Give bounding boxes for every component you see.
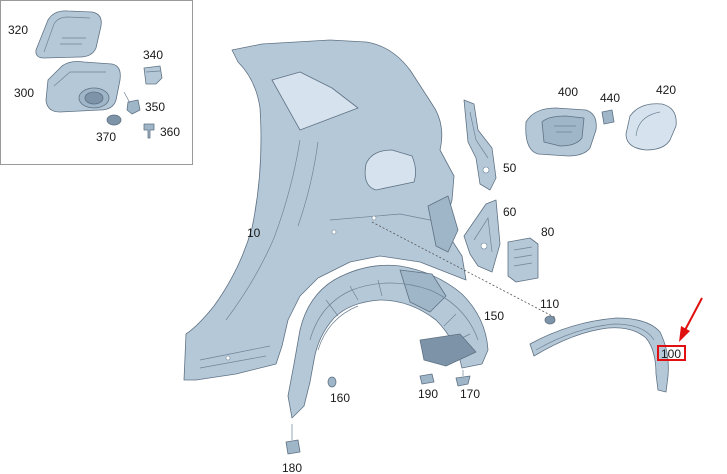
callout-50[interactable]: 50: [503, 161, 517, 175]
callout-370[interactable]: 370: [96, 130, 116, 144]
callout-80[interactable]: 80: [541, 225, 555, 239]
part-10-side-panel[interactable]: [183, 39, 467, 381]
part-100-wheel-arch-trim[interactable]: [529, 317, 669, 393]
part-340-actuator[interactable]: [143, 65, 163, 85]
callout-440[interactable]: 440: [600, 91, 620, 105]
callout-190[interactable]: 190: [418, 387, 438, 401]
callout-170[interactable]: 170: [460, 387, 480, 401]
assembly-leader-line: [371, 221, 557, 319]
part-320-flap-cover[interactable]: [35, 10, 102, 59]
highlight-box-100: [657, 345, 686, 361]
part-180-bracket[interactable]: [285, 424, 301, 455]
part-360-screw[interactable]: [143, 123, 155, 139]
callout-110[interactable]: 110: [540, 297, 559, 311]
callout-10[interactable]: 10: [247, 226, 261, 240]
part-150-wheel-liner[interactable]: [287, 264, 489, 419]
part-50-bracket[interactable]: [463, 99, 497, 191]
callout-320[interactable]: 320: [8, 23, 28, 37]
callout-350[interactable]: 350: [145, 100, 165, 114]
part-370-grommet[interactable]: [106, 114, 122, 126]
callout-300[interactable]: 300: [14, 86, 34, 100]
part-400-filler-housing[interactable]: [525, 107, 597, 157]
callout-180[interactable]: 180: [282, 461, 302, 474]
red-arrow-icon: [679, 297, 703, 342]
callout-60[interactable]: 60: [503, 205, 517, 219]
part-300-filler-housing[interactable]: [45, 61, 121, 113]
part-350-pin[interactable]: [123, 91, 141, 115]
part-160-clip[interactable]: [327, 376, 337, 388]
part-60-bracket[interactable]: [463, 199, 501, 273]
part-170-clip[interactable]: [455, 370, 471, 387]
part-80-vent[interactable]: [507, 237, 539, 283]
callout-150[interactable]: 150: [484, 309, 504, 323]
part-190-clip[interactable]: [419, 373, 435, 385]
callout-420[interactable]: 420: [656, 83, 676, 97]
callout-340[interactable]: 340: [143, 48, 163, 62]
part-440-clip[interactable]: [601, 109, 615, 125]
callout-360[interactable]: 360: [160, 125, 180, 139]
callout-100[interactable]: 100: [661, 347, 681, 361]
callout-160[interactable]: 160: [330, 391, 350, 405]
part-420-fuel-flap[interactable]: [625, 103, 677, 151]
callout-400[interactable]: 400: [558, 85, 578, 99]
part-110-clip[interactable]: [544, 315, 556, 325]
